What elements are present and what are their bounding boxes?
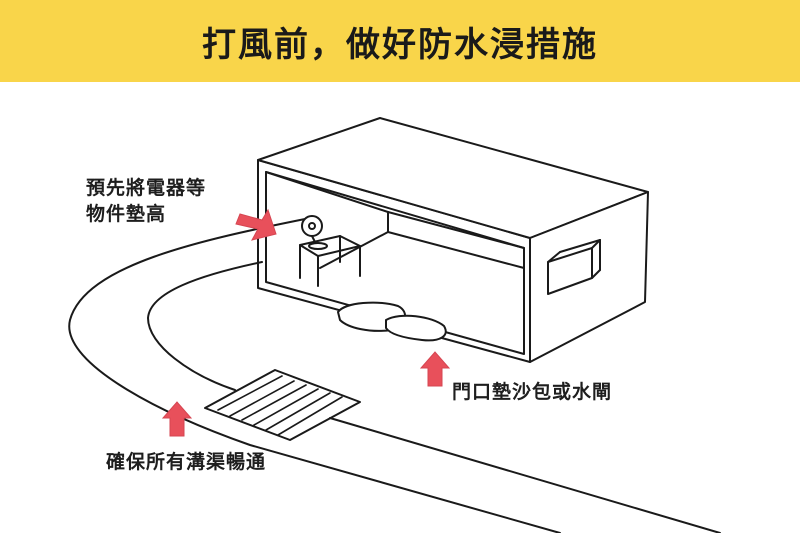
road-outer-edge [68, 217, 561, 533]
road-inner-edge [147, 261, 263, 391]
label-elevate-items: 預先將電器等 物件墊高 [86, 175, 206, 227]
room-opening [265, 171, 525, 355]
drain-grate [204, 369, 361, 441]
building-side-face [529, 191, 649, 363]
arrow-drain-icon [161, 401, 193, 437]
label-door-sandbags: 門口墊沙包或水閘 [452, 381, 613, 403]
fan [301, 215, 328, 250]
road-inner-edge-lower [329, 417, 721, 533]
sandbag-right [385, 314, 447, 342]
label-elevate-line1: 預先將電器等 [86, 177, 207, 199]
drain-grate-slats [217, 375, 343, 436]
arrow-door-icon [419, 351, 451, 387]
page-title: 打風前，做好防水浸措施 [202, 24, 598, 65]
label-elevate-line2: 物件墊高 [86, 203, 167, 225]
label-clear-drains: 確保所有溝渠暢通 [106, 451, 267, 473]
title-banner: 打風前，做好防水浸措施 [0, 0, 800, 82]
arrow-elevate-icon [235, 208, 277, 241]
